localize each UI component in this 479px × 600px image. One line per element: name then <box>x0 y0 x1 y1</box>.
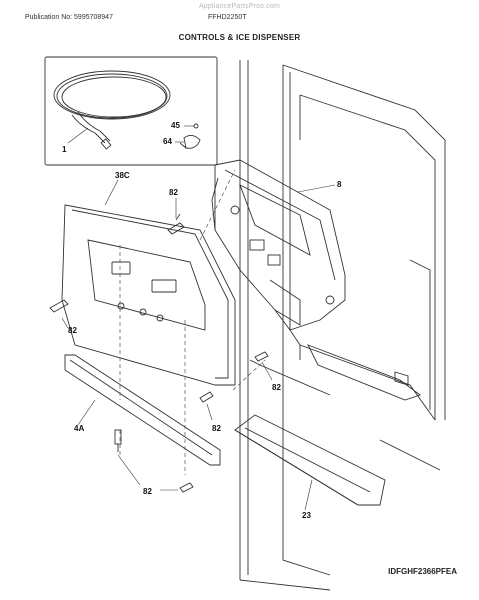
callout-82-right: 82 <box>272 383 281 392</box>
watermark: AppliancePartsPros.com <box>198 3 281 10</box>
callout-82-bottom: 82 <box>143 487 152 496</box>
callout-1: 1 <box>62 145 67 154</box>
diagram-title: CONTROLS & ICE DISPENSER <box>178 33 301 42</box>
model-number: FFHD2250T <box>208 14 247 21</box>
callout-8: 8 <box>337 180 342 189</box>
callout-45: 45 <box>171 121 180 130</box>
diagram-code: IDFGHF2366PFEA <box>388 567 457 576</box>
callout-82-mid: 82 <box>212 424 221 433</box>
trim-piece <box>64 354 221 466</box>
screw-82-b <box>49 299 69 313</box>
callout-4a: 4A <box>74 424 85 433</box>
screw-82-d <box>199 391 214 403</box>
callout-82-left: 82 <box>68 326 77 335</box>
callout-82-top: 82 <box>169 188 178 197</box>
control-panel <box>61 204 236 386</box>
screw-82-c <box>254 351 269 362</box>
door-outline <box>239 60 446 591</box>
callout-64: 64 <box>163 137 172 146</box>
callout-23: 23 <box>302 511 311 520</box>
screw-82-a <box>167 213 185 235</box>
tube-clip <box>179 123 201 149</box>
publication-number: Publication No: 5995708947 <box>25 14 113 21</box>
screw-82-e <box>114 429 194 493</box>
callout-38c: 38C <box>115 171 130 180</box>
dispenser-housing <box>211 159 346 331</box>
drip-tray <box>234 414 386 506</box>
water-tube-coil <box>53 70 171 150</box>
inset-box <box>44 56 218 166</box>
